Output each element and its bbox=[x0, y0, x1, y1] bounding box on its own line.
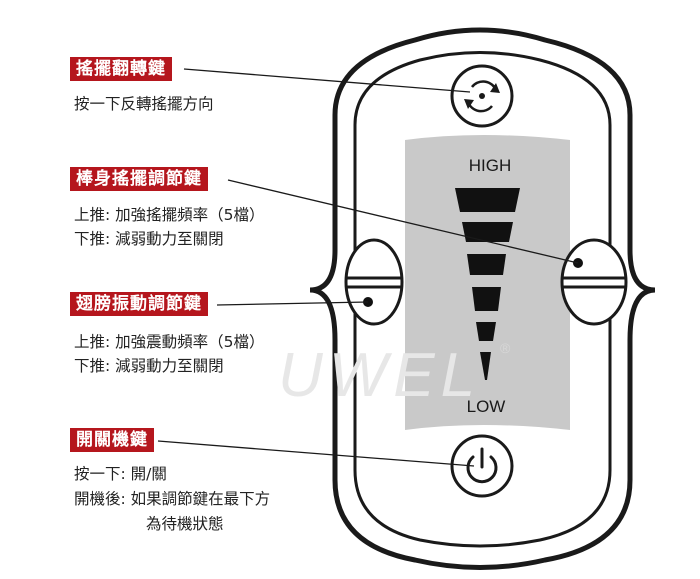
swing-reverse-button[interactable] bbox=[450, 64, 514, 128]
high-label: HIGH bbox=[469, 156, 512, 175]
shaft-swing-desc-down: 下推: 減弱動力至關閉 bbox=[74, 230, 224, 248]
level-bars bbox=[455, 188, 520, 380]
wing-vibration-desc-down: 下推: 減弱動力至關閉 bbox=[74, 357, 224, 375]
wing-vibration-title: 翅膀振動調節鍵 bbox=[70, 292, 208, 316]
watermark-text: UWEL bbox=[278, 341, 481, 410]
level-screen bbox=[405, 135, 570, 430]
level-bar-1 bbox=[476, 322, 496, 341]
level-bar-4 bbox=[462, 222, 513, 242]
rotate-icon bbox=[464, 80, 500, 113]
shaft-swing-slider[interactable] bbox=[560, 238, 628, 326]
level-bar-3 bbox=[467, 254, 506, 275]
level-bar-5 bbox=[455, 188, 520, 212]
wing-vibration-slider[interactable] bbox=[344, 238, 404, 326]
power-button[interactable] bbox=[450, 434, 514, 498]
power-desc-1: 按一下: 開/關 bbox=[74, 465, 167, 483]
power-desc-3: 為待機狀態 bbox=[146, 515, 224, 533]
swing-reverse-desc: 按一下反轉搖擺方向 bbox=[74, 95, 214, 113]
leader-line-wing bbox=[216, 301, 369, 306]
level-bar-2 bbox=[472, 287, 501, 311]
leader-lines bbox=[157, 68, 579, 467]
leader-line-reverse bbox=[183, 68, 471, 93]
shaft-swing-title: 棒身搖擺調節鍵 bbox=[70, 167, 208, 191]
leader-line-power bbox=[157, 440, 475, 467]
power-title: 開關機鍵 bbox=[70, 428, 154, 452]
swing-reverse-title: 搖擺翻轉鍵 bbox=[70, 57, 172, 81]
power-icon bbox=[466, 447, 498, 484]
wing-vibration-desc-up: 上推: 加強震動頻率（5檔） bbox=[74, 333, 265, 351]
level-bar-0 bbox=[480, 352, 491, 380]
watermark-mark: ® bbox=[500, 340, 511, 356]
shaft-swing-desc-up: 上推: 加強搖擺頻率（5檔） bbox=[74, 206, 265, 224]
power-desc-2: 開機後: 如果調節鍵在最下方 bbox=[74, 490, 271, 508]
leader-line-shaft bbox=[227, 179, 579, 264]
low-label: LOW bbox=[467, 397, 506, 416]
